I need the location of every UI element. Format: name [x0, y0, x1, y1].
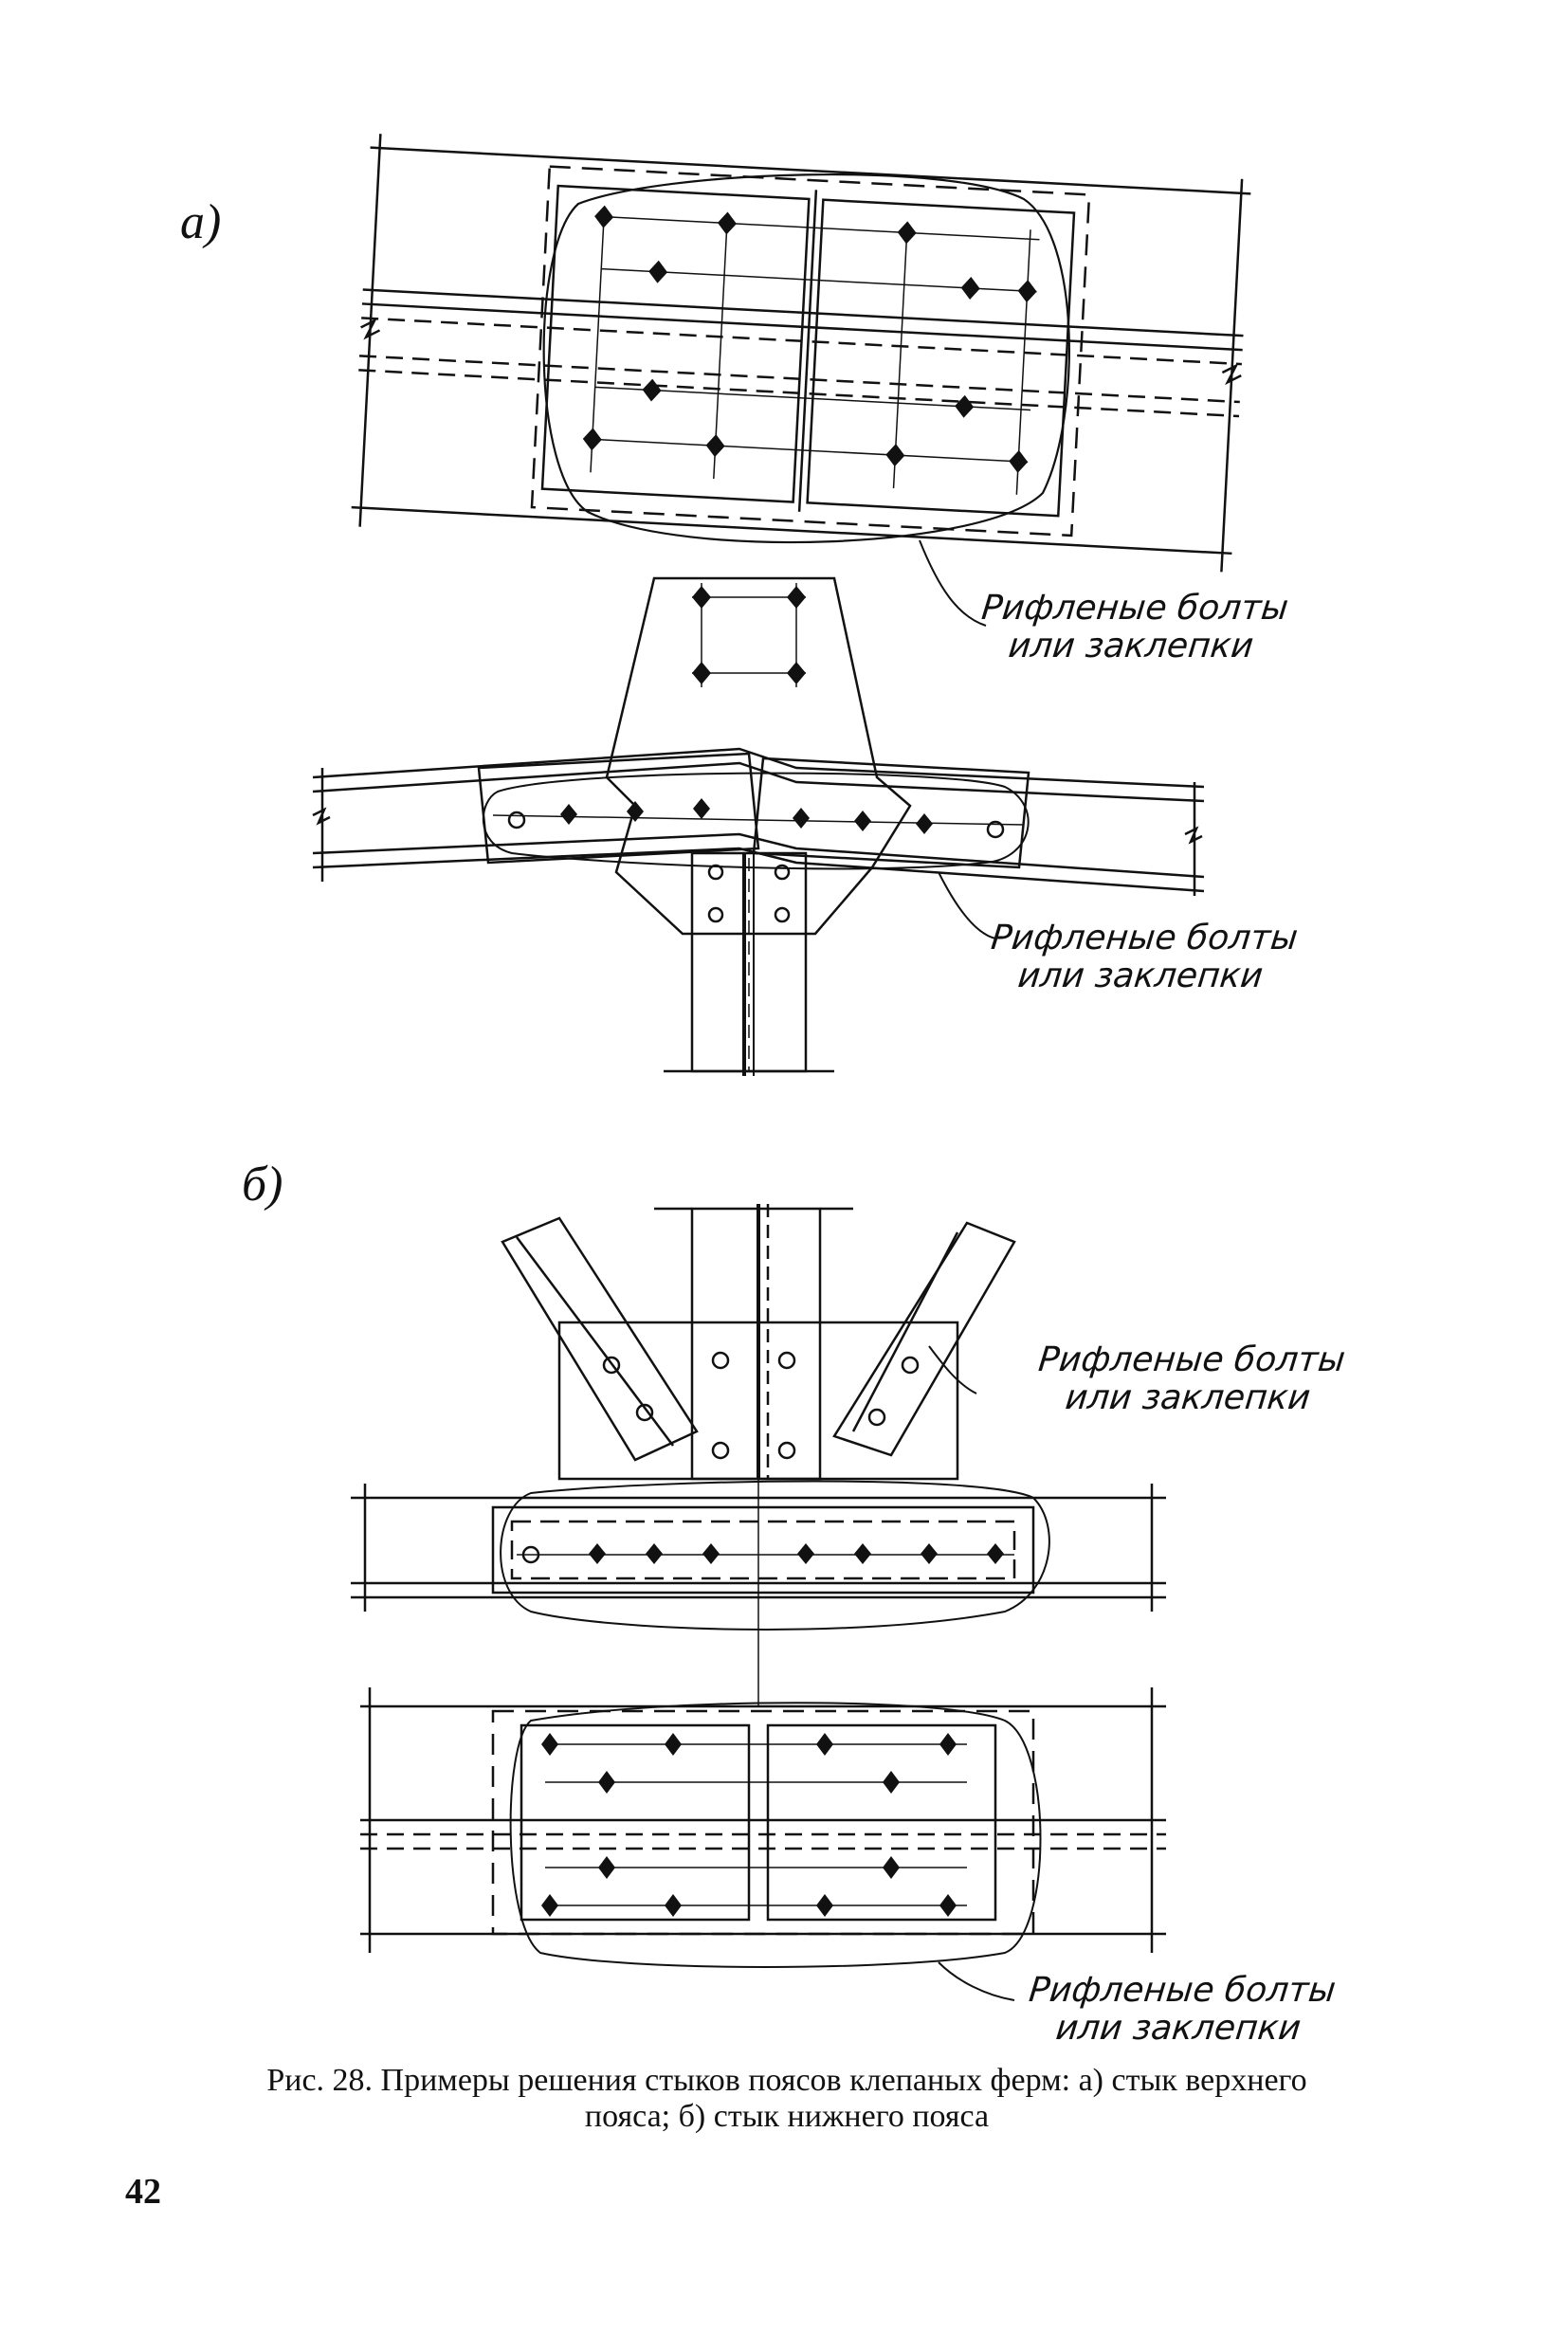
top-chord-plan-view [351, 134, 1251, 627]
page-number: 42 [125, 2172, 161, 2212]
annotation-line: или заклепки [1053, 2009, 1304, 2048]
annotation-line: Рифленые болты [1036, 1340, 1347, 1379]
annotation-note: Рифленые болты или заклепки [1030, 1340, 1350, 1417]
bottom-chord-elevation-view [351, 1204, 1166, 1706]
annotation-line: или заклепки [1006, 627, 1256, 665]
annotation-line: или заклепки [1063, 1378, 1313, 1417]
figure-label-b: б) [242, 1157, 283, 1212]
annotation-note: Рифленые болты или заклепки [973, 589, 1293, 665]
caption-line: пояса; б) стык нижнего пояса [584, 2099, 990, 2134]
annotation-line: Рифленые болты [979, 589, 1290, 628]
top-chord-elevation-view [312, 576, 1205, 1076]
annotation-line: или заклепки [1015, 957, 1266, 995]
annotation-line: Рифленые болты [1027, 1971, 1338, 2010]
annotation-note: Рифленые болты или заклепки [1020, 1971, 1340, 2048]
figure-caption: Рис. 28. Примеры решения стыков поясов к… [123, 2063, 1450, 2135]
annotation-note: Рифленые болты или заклепки [982, 919, 1303, 995]
caption-line: Рис. 28. Примеры решения стыков поясов к… [266, 2063, 1307, 2098]
annotation-line: Рифленые болты [989, 919, 1300, 957]
bottom-chord-plan-view [360, 1687, 1166, 2001]
figure-label-a: а) [180, 195, 222, 249]
